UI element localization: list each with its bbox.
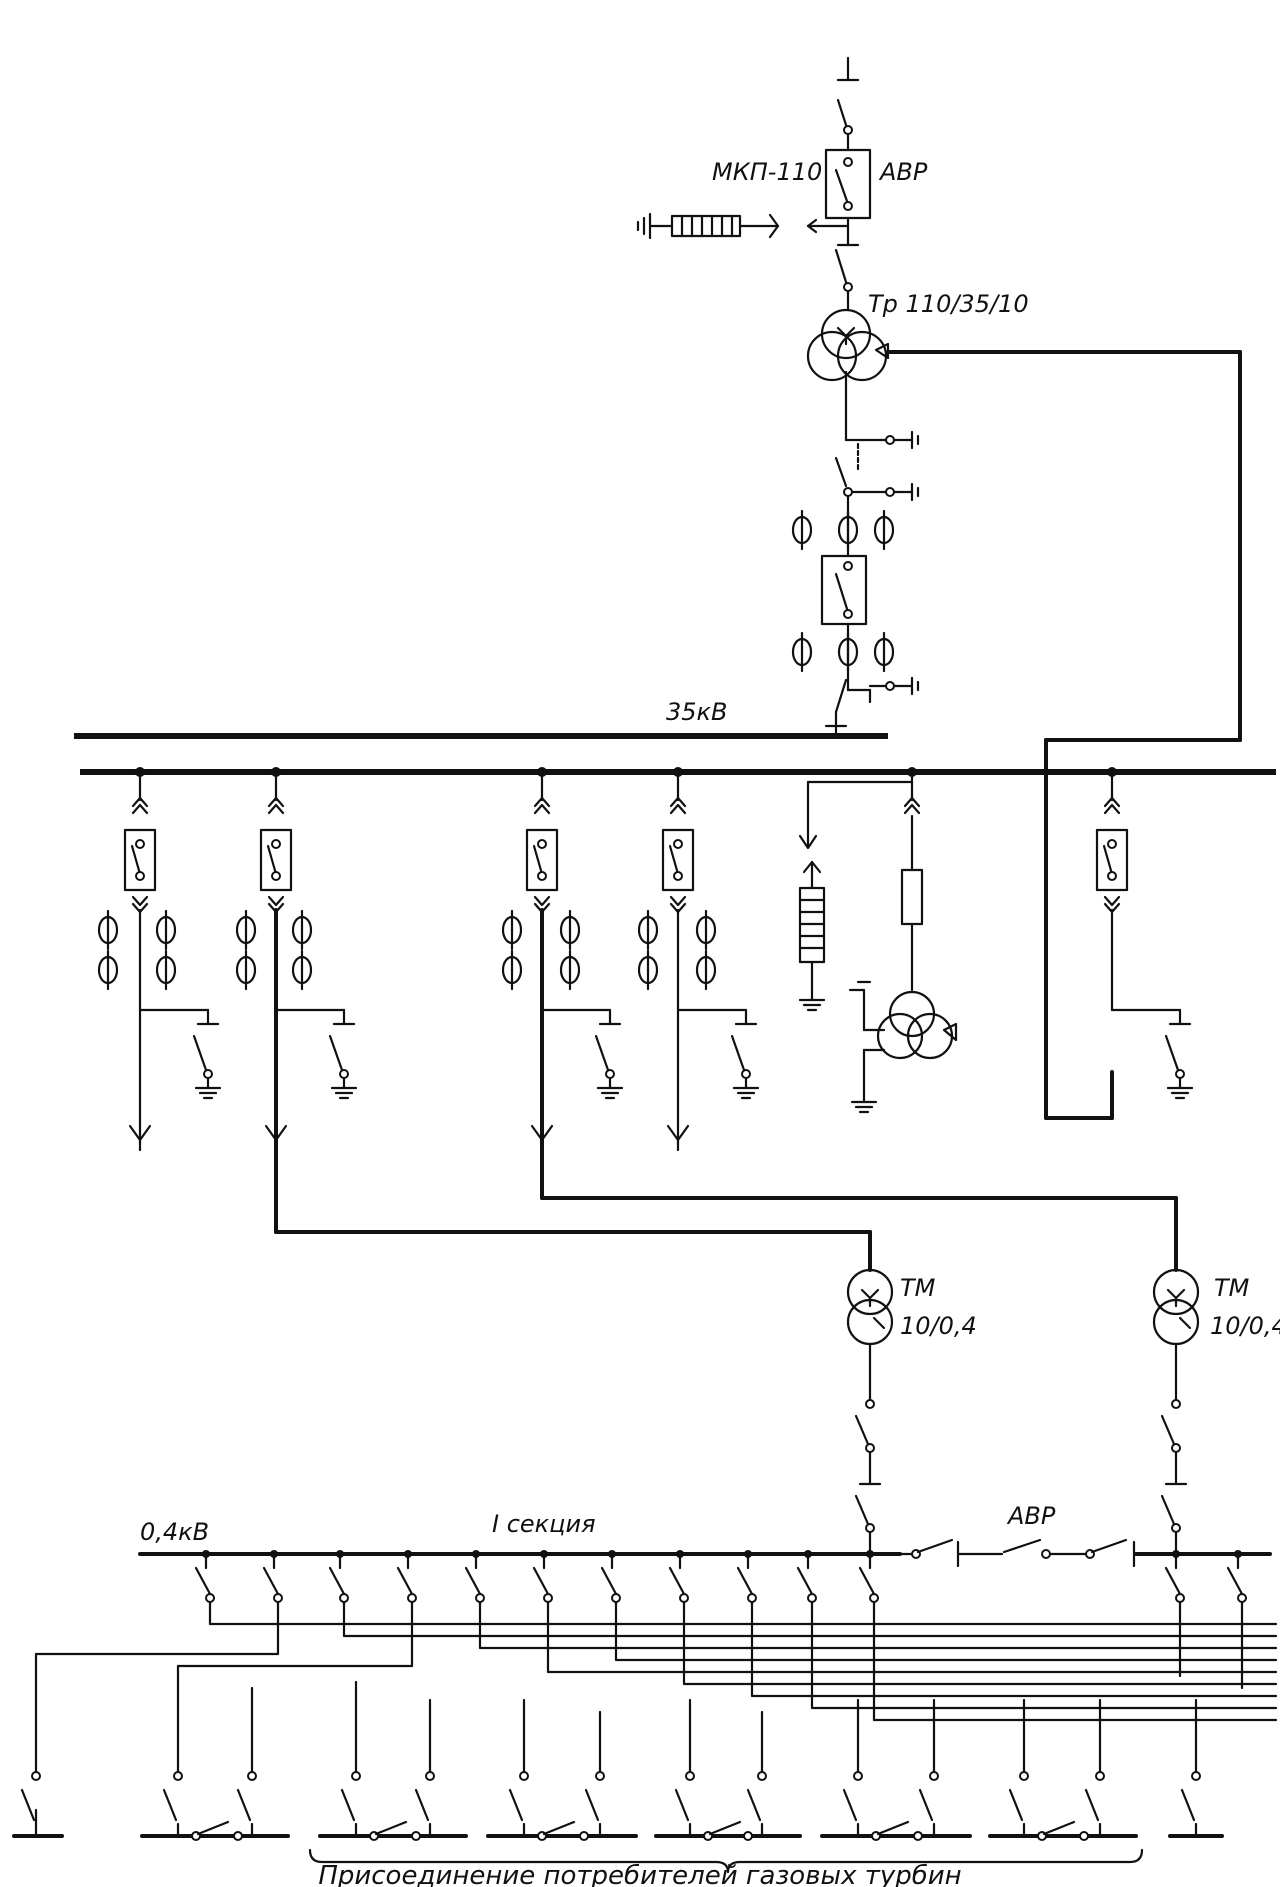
consumer-brace	[308, 1848, 1144, 1874]
tm-right-ratio-label: 10/0,4	[1210, 1312, 1280, 1340]
voltage-transformer-cell[interactable]	[798, 767, 958, 1114]
consumer-group-5[interactable]	[654, 1771, 802, 1841]
tm-right-type-label: ТМ	[1214, 1274, 1250, 1302]
tm-left-ratio-label: 10/0,4	[900, 1312, 977, 1340]
feeder-cell-right[interactable]	[1095, 767, 1194, 1100]
lv-outgoing-switches[interactable]	[194, 1550, 1248, 1616]
feeder-cell-2[interactable]	[235, 767, 358, 1234]
breaker-110kv-label: МКП-110	[712, 158, 822, 186]
breaker-35kv-incomer[interactable]	[820, 554, 868, 626]
current-transformers-upper	[791, 509, 895, 551]
tm-left-type-label: ТМ	[900, 1274, 936, 1302]
lv-incomer-left[interactable]	[854, 1414, 882, 1556]
bus-04kv-label: 0,4кВ	[140, 1518, 209, 1546]
avr-bottom-label: АВР	[1006, 1502, 1056, 1530]
disconnector-35kv-lower[interactable]	[824, 676, 920, 738]
tm-transformer-left[interactable]	[846, 1268, 894, 1409]
bus-35kv-label: 35кВ	[666, 698, 728, 726]
lv-incomer-right[interactable]	[1160, 1414, 1188, 1556]
consumer-group-3[interactable]	[318, 1771, 468, 1841]
arrester-110kv	[636, 212, 850, 240]
disconnector-110kv-lower[interactable]	[834, 230, 860, 312]
main-transformer-label: Тр 110/35/10	[868, 290, 1029, 318]
consumer-group-6[interactable]	[820, 1771, 972, 1841]
feeder-cell-1[interactable]	[97, 767, 222, 1152]
feeder-cell-3[interactable]	[501, 767, 624, 1200]
lv-cable-bundle	[34, 1612, 1278, 1774]
consumer-group-8[interactable]	[1168, 1771, 1224, 1838]
feeder-cell-4[interactable]	[637, 767, 760, 1152]
consumer-group-4[interactable]	[486, 1771, 638, 1841]
consumer-caption: Присоединение потребителей газовых турби…	[318, 1861, 961, 1887]
incoming-110kv-line	[836, 56, 860, 152]
main-transformer-110-35-10[interactable]	[806, 308, 890, 382]
current-transformers-lower	[791, 631, 895, 673]
section-1-label: I секция	[492, 1510, 596, 1538]
consumer-group-1[interactable]	[12, 1771, 64, 1838]
consumer-group-2[interactable]	[140, 1771, 290, 1841]
sectional-avr-switch[interactable]	[898, 1538, 1136, 1568]
tm-transformer-right[interactable]	[1152, 1268, 1200, 1409]
consumer-group-7[interactable]	[988, 1771, 1138, 1841]
breaker-110kv[interactable]	[824, 148, 872, 220]
avr-top-label: АВР	[878, 158, 928, 186]
circuit-35kv-incomer	[834, 378, 920, 558]
